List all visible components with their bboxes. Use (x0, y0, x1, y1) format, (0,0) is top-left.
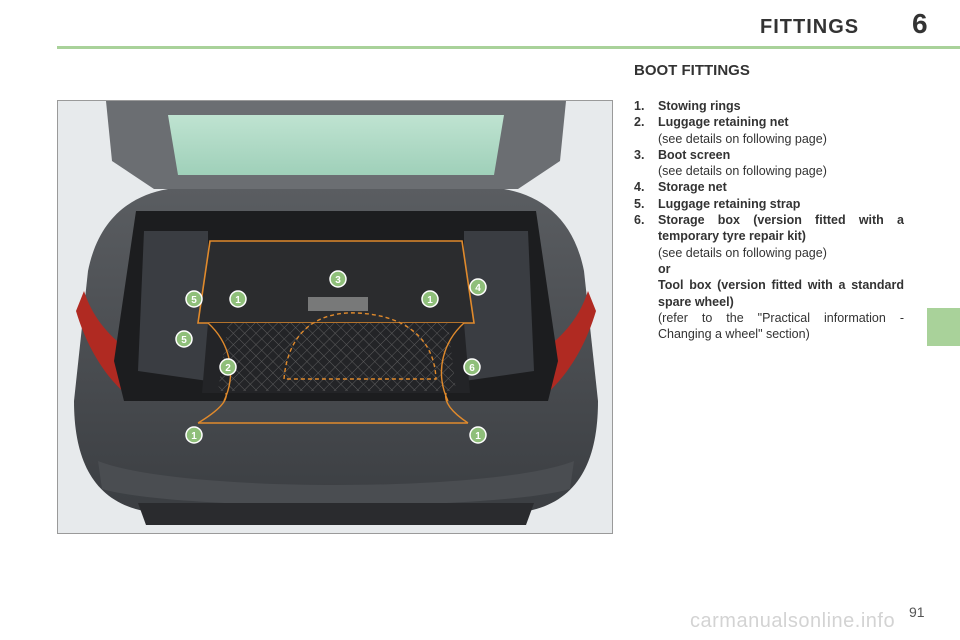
item-number: 3. (634, 147, 645, 162)
lower-strap-right (444, 392, 469, 424)
header-rule (57, 46, 960, 49)
list-item-2: 2. Luggage retaining net (634, 114, 904, 130)
item-label: Storage box (version fitted with a tempo… (658, 213, 904, 244)
callout-label: 5 (191, 295, 197, 306)
alternative-label: Tool box (version fitted with a standard… (658, 278, 904, 309)
boot-screen-logo (308, 297, 368, 311)
callout-label: 5 (181, 335, 187, 346)
item-label: Storage net (658, 180, 727, 195)
list-item-1: 1. Stowing rings (634, 98, 904, 114)
storage-box-outline (283, 312, 437, 380)
luggage-net (218, 323, 456, 391)
boot-illustration: 1 1 1 1 2 3 4 5 (57, 100, 613, 534)
item-number: 2. (634, 115, 645, 130)
list-item-4: 4. Storage net (634, 179, 904, 195)
item-label: Boot screen (658, 147, 731, 162)
callout-label: 4 (475, 283, 481, 294)
page-number: 91 (909, 604, 925, 620)
boot-illustration-svg: 1 1 1 1 2 3 4 5 (58, 101, 612, 533)
callout-3: 3 (329, 270, 347, 288)
item-number: 5. (634, 196, 645, 211)
callout-5-lower: 5 (175, 330, 193, 348)
list-item-5: 5. Luggage retaining strap (634, 196, 904, 212)
callout-label: 1 (235, 295, 241, 306)
callout-1-bottom-left: 1 (185, 426, 203, 444)
alternative-note: (refer to the "Practical information - C… (658, 310, 904, 342)
list-item-3: 3. Boot screen (634, 147, 904, 163)
item-label: Luggage retaining net (658, 115, 789, 130)
item-number: 1. (634, 99, 645, 113)
net-outline-left (207, 322, 232, 402)
callout-label: 1 (475, 431, 481, 442)
item-number: 4. (634, 180, 645, 195)
lower-strap-left (197, 392, 227, 424)
section-title: BOOT FITTINGS (634, 62, 750, 79)
callout-6: 6 (463, 358, 481, 376)
rear-bumper (98, 461, 574, 506)
callout-label: 1 (191, 431, 197, 442)
alternative-connector: or (658, 261, 671, 276)
callout-label: 3 (335, 275, 341, 286)
rear-diffuser (138, 503, 534, 525)
callout-label: 6 (469, 363, 475, 374)
callout-5-upper: 5 (185, 290, 203, 308)
callout-label: 2 (225, 363, 231, 374)
item-note: (see details on following page) (658, 164, 827, 179)
item-number: 6. (634, 213, 645, 228)
fittings-list: 1. Stowing rings 2. Luggage retaining ne… (634, 98, 904, 342)
list-item-6: 6. Storage box (version fitted with a te… (634, 212, 904, 245)
callout-1-top-right: 1 (421, 290, 439, 308)
chapter-title: FITTINGS (760, 16, 860, 38)
watermark: carmanualsonline.info (690, 610, 896, 632)
callout-label: 1 (427, 295, 433, 306)
item-note: (see details on following page) (658, 131, 827, 146)
chapter-side-tab (927, 308, 960, 346)
net-outline-right (440, 322, 465, 402)
chapter-number: 6 (912, 8, 928, 39)
rear-window (168, 115, 504, 175)
callout-4: 4 (469, 278, 487, 296)
callout-2: 2 (219, 358, 237, 376)
item-label: Luggage retaining strap (658, 196, 801, 211)
callout-1-top-left: 1 (229, 290, 247, 308)
item-label: Stowing rings (658, 99, 741, 113)
callout-1-bottom-right: 1 (469, 426, 487, 444)
right-side-trim (464, 231, 534, 381)
item-note: (see details on following page) (658, 245, 827, 260)
